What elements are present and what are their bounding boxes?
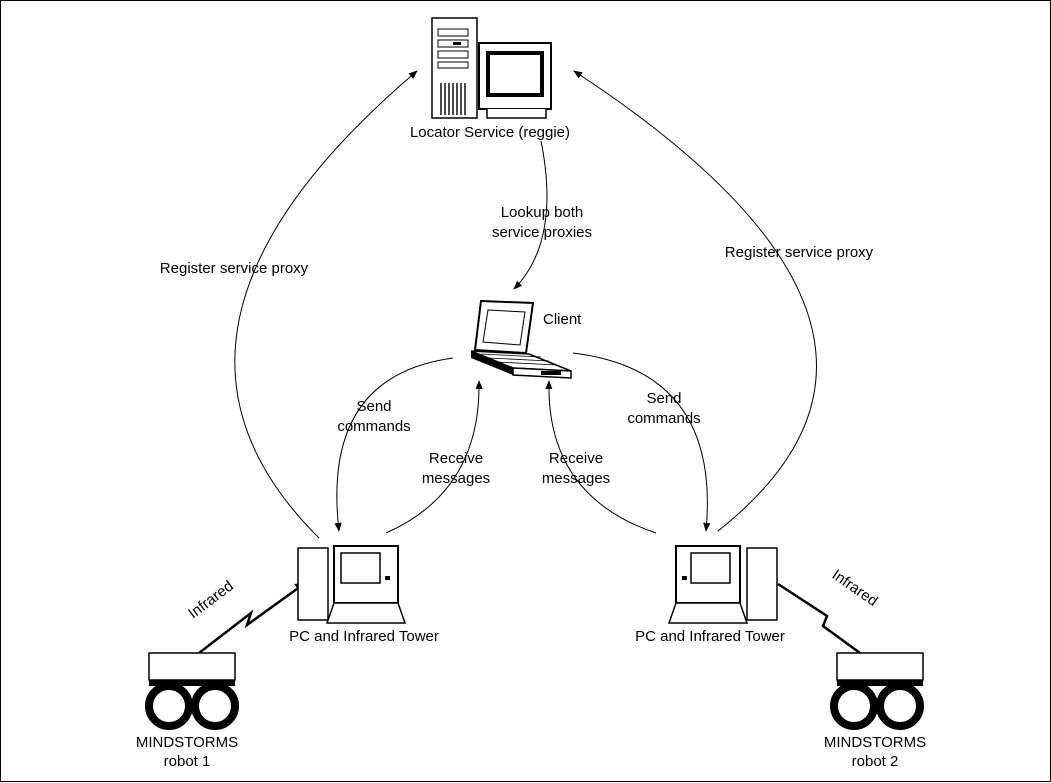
pc-right-label: PC and Infrared Tower bbox=[635, 628, 785, 645]
lookup-arrow bbox=[513, 140, 548, 290]
receive-right-arrow bbox=[545, 380, 657, 534]
send-right-arrow bbox=[572, 352, 711, 532]
pc-left-label: PC and Infrared Tower bbox=[289, 628, 439, 645]
robot-left-line1: MINDSTORMS bbox=[136, 734, 238, 751]
send-left-line1: Send bbox=[356, 398, 391, 415]
receive-left-line2: messages bbox=[422, 470, 490, 487]
receive-right-line2: messages bbox=[542, 470, 610, 487]
robot-left-line2: robot 1 bbox=[164, 753, 211, 770]
register-left-label: Register service proxy bbox=[160, 260, 309, 277]
infrared-right-label: Infrared bbox=[829, 566, 881, 610]
server-and-monitor-icon bbox=[431, 17, 552, 119]
lookup-label-line1: Lookup both bbox=[501, 204, 584, 221]
infrared-right-bolt bbox=[777, 582, 872, 663]
robot-left-icon bbox=[145, 652, 239, 730]
robot-right-line1: MINDSTORMS bbox=[824, 734, 926, 751]
send-right-line1: Send bbox=[646, 390, 681, 407]
receive-left-arrow bbox=[385, 380, 483, 534]
infrared-left-label: Infrared bbox=[185, 578, 237, 623]
pc-tower-left bbox=[297, 545, 407, 624]
receive-right-line1: Receive bbox=[549, 450, 603, 467]
pc-tower-right bbox=[667, 545, 778, 624]
laptop-icon bbox=[470, 299, 572, 379]
receive-left-line1: Receive bbox=[429, 450, 483, 467]
send-left-line2: commands bbox=[337, 418, 410, 435]
robot-right-icon bbox=[830, 652, 924, 730]
register-right-arrow bbox=[573, 70, 817, 532]
register-right-label: Register service proxy bbox=[725, 244, 874, 261]
register-left-arrow bbox=[234, 70, 418, 539]
send-left-arrow bbox=[334, 357, 454, 532]
locator-service-label: Locator Service (reggie) bbox=[410, 124, 570, 141]
send-right-line2: commands bbox=[627, 410, 700, 427]
lookup-label-line2: service proxies bbox=[492, 224, 592, 241]
client-label: Client bbox=[543, 311, 582, 328]
robot-right-line2: robot 2 bbox=[852, 753, 899, 770]
